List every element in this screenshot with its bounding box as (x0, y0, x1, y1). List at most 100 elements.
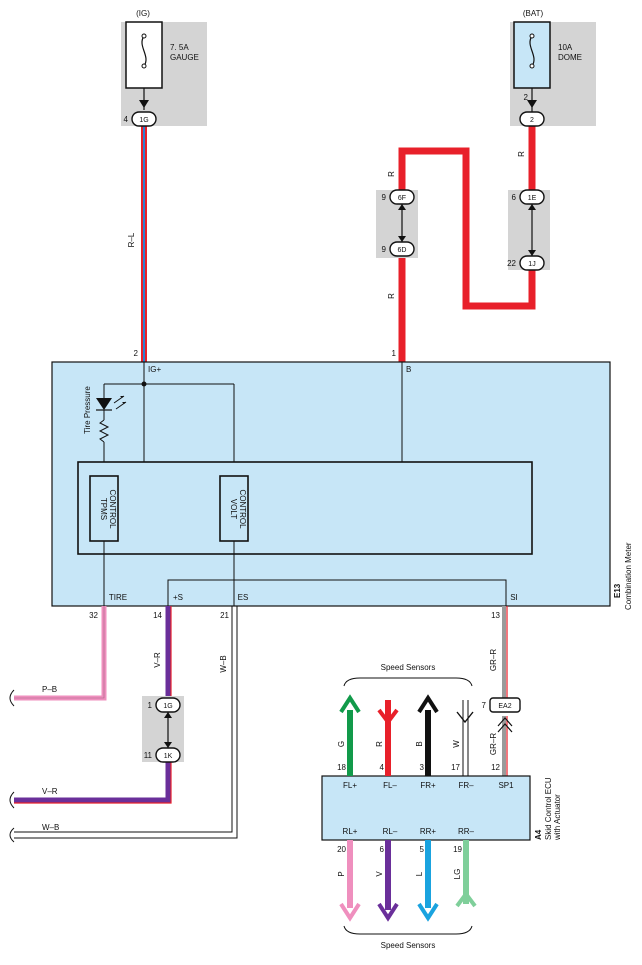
ecu-pin-rr-plus: 5 (420, 845, 425, 854)
connector-1k-code: 1K (164, 753, 173, 760)
led-icon (96, 398, 112, 410)
connector-1g-low: 1G 1 (148, 697, 181, 718)
fuse-ig-symbol (141, 35, 147, 67)
wire-w-b-inner (14, 606, 238, 839)
ecu-code: A4 (534, 829, 543, 840)
ecu-pin-rr-minus: 19 (453, 845, 462, 854)
connector-6d-code: 6D (398, 247, 407, 254)
fuse-bat-terminal-top (529, 33, 535, 39)
ecu-pin-fr-plus: 3 (420, 763, 425, 772)
fuse-ig-group: (IG) 7. 5A GAUGE (121, 9, 207, 126)
fuse-bat-symbol (529, 35, 535, 67)
ecu-label-fl-minus: FL– (383, 781, 397, 790)
connector-6d: 6D 9 (382, 236, 415, 257)
sensor-wire-label-lg: LG (453, 869, 462, 880)
meter-code: E13 (613, 583, 622, 598)
connector-6f-arrow (398, 204, 406, 210)
sensor-wire-label-r: R (375, 741, 384, 747)
meter-tire-label: TIRE (109, 593, 127, 602)
meter-s-pin: 14 (153, 611, 162, 620)
connector-1k: 1K 11 (144, 742, 181, 763)
connector-ea2-pin: 7 (482, 701, 487, 710)
connector-6f: 6F 9 (382, 189, 415, 210)
connector-1g-low-code: 1G (163, 703, 172, 710)
ecu-pin-fr-minus: 17 (451, 763, 460, 772)
meter-es-pin: 21 (220, 611, 229, 620)
connector-1g-low-arrow (164, 712, 172, 718)
ecu-label-fr-minus: FR– (458, 781, 474, 790)
connector-1e-arrow (528, 204, 536, 210)
connector-1g-low-pin: 1 (148, 701, 153, 710)
meter-speed-bus (167, 579, 507, 606)
connector-6d-pin: 9 (382, 245, 387, 254)
volt-control-line1: VOLT (229, 499, 238, 519)
sensor-arrow-fr-minus (456, 711, 474, 724)
ecu-pin-sp1: 12 (491, 763, 500, 772)
ecu-label-rl-plus: RL+ (343, 827, 358, 836)
fuse-ig-body (125, 21, 163, 89)
tpms-control-box (89, 475, 119, 542)
connector-1e: 1E 6 (512, 189, 545, 210)
wire-p-b-stripe (14, 606, 105, 699)
connector-1j: 1J 22 (507, 250, 545, 271)
ecu-label-sp1: SP1 (498, 781, 514, 790)
meter-b-label: B (406, 365, 411, 374)
sensor-arrow-fl-minus (377, 708, 399, 726)
connector-1j-arrow (528, 250, 536, 256)
connector-1e-code: 1E (528, 195, 537, 202)
speed-sensors-top-label: Speed Sensors (381, 663, 436, 672)
tpms-control-line2: CONTROL (108, 489, 117, 529)
offpage-v-r-bracket (9, 791, 15, 809)
connector-6d-arrow (398, 236, 406, 242)
ecu-pin-rl-minus: 6 (380, 845, 385, 854)
volt-control-box (219, 475, 249, 542)
connector-6f-code: 6F (398, 195, 406, 202)
sensor-wire-label-v: V (375, 871, 384, 877)
connector-1k-pin: 11 (144, 751, 153, 760)
wire-w-b-outer (14, 606, 233, 833)
meter-s-label: +S (173, 593, 183, 602)
ecu-label-fr-plus: FR+ (420, 781, 436, 790)
fuse-ig-source: (IG) (136, 9, 150, 18)
wire-label-r-1: R (517, 151, 526, 157)
connector-1k-arrow (164, 742, 172, 748)
ecu-pin-rl-plus: 20 (337, 845, 346, 854)
connector-1j-pin: 22 (507, 259, 516, 268)
connector-ea2-code: EA2 (498, 703, 511, 710)
connector-1g-top-oval (131, 111, 157, 127)
sensor-wire-label-g: G (337, 741, 346, 747)
wire-label-r-2: R (387, 171, 396, 177)
connector-ea2-box (489, 697, 521, 713)
speed-sensors-top-bracket (343, 677, 473, 687)
offpage-p-b-bracket (9, 689, 15, 707)
wire-label-gr-r-1: GR–R (489, 649, 498, 671)
connector-2-oval (519, 111, 545, 127)
meter-inner-block (77, 461, 533, 555)
speed-sensors-bottom-label: Speed Sensors (381, 941, 436, 950)
wire-v-r-stripe (14, 606, 172, 804)
wire-label-r-l: R–L (127, 232, 136, 247)
offpage-v-r-label: V–R (42, 787, 58, 796)
wire-v-r (14, 606, 171, 803)
connector-1g-top: 1G 4 (124, 111, 157, 127)
wire-p-b (14, 606, 107, 701)
tpms-control-line1: TPMS (99, 498, 108, 520)
ecu-label-rr-plus: RR+ (420, 827, 437, 836)
sensor-arrow-rl-minus (377, 902, 399, 922)
offpage-w-b-bracket (9, 827, 15, 843)
sensor-arrow-rr-minus (455, 890, 477, 908)
meter-ig-label: IG+ (148, 365, 161, 374)
sensor-wire-label-l: L (415, 871, 424, 876)
ecu-name-1: Skid Control ECU (544, 777, 553, 840)
meter-junction-dot (141, 381, 147, 387)
wire-label-r-3: R (387, 293, 396, 299)
fuse-bat-group: (BAT) 10A DOME (510, 9, 596, 126)
fuse-bat-body (513, 21, 551, 89)
sensor-wire-label-p: P (337, 871, 346, 876)
ecu-pin-fl-plus: 18 (337, 763, 346, 772)
ecu-name-2: with Actuator (553, 794, 562, 841)
fuse-bat-name: DOME (558, 53, 582, 62)
speed-sensors-bottom-bracket (343, 925, 473, 935)
